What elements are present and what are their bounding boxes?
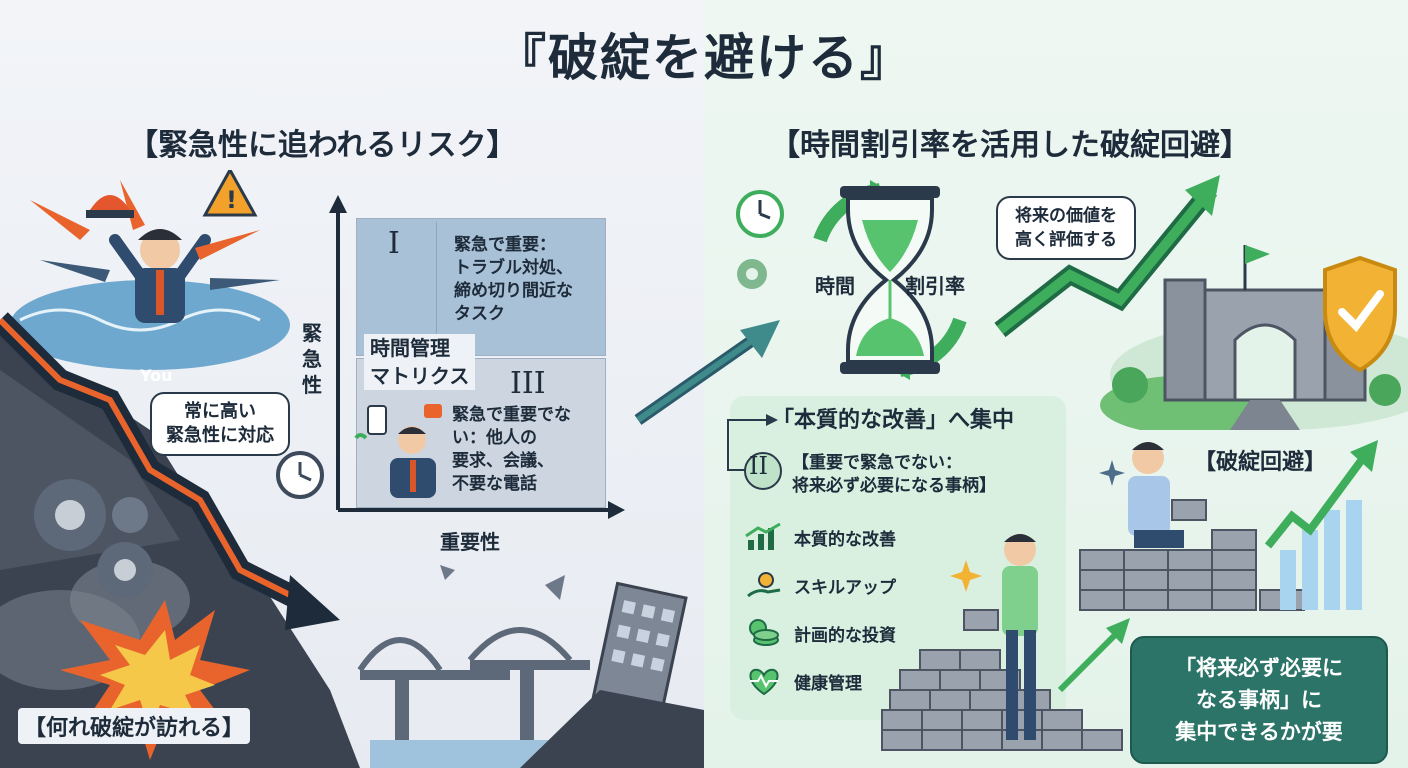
- conclusion-box: 「将来必ず必要に なる事柄」に 集中できるかが要: [1130, 636, 1388, 764]
- hourglass-icon: [813, 180, 967, 380]
- conclusion-line-3: 集中できるかが要: [1175, 720, 1343, 744]
- quadrant-2-text: 【重要で緊急でない： 将来必ず必要になる事柄】: [792, 452, 996, 498]
- matrix-center-line-2: マトリクス: [370, 364, 470, 388]
- quadrant-3-line: 緊急で重要でな: [452, 405, 571, 425]
- matrix-center-label: 時間管理 マトリクス: [364, 334, 476, 390]
- heart-pulse-icon: [749, 668, 779, 696]
- quadrant-3-text: 緊急で重要でな い：他人の 要求、会議、 不要な電話: [452, 404, 571, 496]
- matrix-center-line-1: 時間管理: [370, 336, 450, 360]
- future-bubble-line-2: 高く評価する: [1015, 230, 1117, 250]
- quadrant-1-text: 緊急で重要： トラブル対処、 締め切り間近な タスク: [454, 234, 573, 326]
- avoid-label: 【破綻回避】: [1194, 450, 1327, 475]
- transition-arrow: [634, 320, 780, 425]
- improvement-list: 本質的な改善 スキルアップ 計画的な投資 健康管理: [744, 520, 964, 698]
- quadrant-1: [356, 218, 606, 356]
- clock-gear-icon: [736, 190, 784, 289]
- quadrant-1-line: タスク: [454, 304, 505, 324]
- castle-growth-illustration: [994, 175, 1408, 430]
- quadrant-1-numeral: I: [388, 226, 400, 261]
- quadrant-2-badge: [744, 452, 782, 490]
- chart-growth-icon: [745, 522, 781, 550]
- left-heading: 【緊急性に追われるリスク】: [128, 128, 517, 163]
- list-item-label: 健康管理: [794, 673, 862, 694]
- quadrant-2-numeral: II: [749, 452, 768, 480]
- brick-building-illustration: [881, 440, 1378, 751]
- focus-title: 「本質的な改善」へ集中: [772, 408, 1015, 433]
- page-title: 『破綻を避ける』: [496, 29, 912, 87]
- quadrant-1-line: トラブル対処、: [454, 258, 573, 278]
- urgency-speech-bubble: 常に高い 緊急性に対応: [150, 392, 290, 456]
- quadrant-1-line: 締め切り間近な: [454, 281, 573, 301]
- conclusion-line-1: 「将来必ず必要に: [1175, 656, 1343, 680]
- hand-lightbulb-icon: [747, 572, 781, 598]
- y-axis-label: 緊急性: [302, 321, 322, 397]
- focus-bracket-arrow: [727, 414, 778, 471]
- conclusion-line-2: なる事柄」に: [1196, 688, 1322, 712]
- you-label: You: [140, 366, 173, 385]
- quadrant-3-line: 不要な電話: [452, 474, 537, 494]
- quadrant-3-line: い：他人の: [452, 428, 537, 448]
- list-item: 本質的な改善: [744, 520, 964, 554]
- list-item: 健康管理: [744, 664, 964, 698]
- quadrant-3-line: 要求、会議、: [452, 451, 554, 471]
- right-heading: 【時間割引率を活用した破綻回避】: [770, 128, 1250, 163]
- collapse-label: 【何れ破綻が訪れる】: [18, 708, 251, 744]
- quadrant-3-numeral: III: [510, 366, 546, 401]
- list-item-label: 計画的な投資: [794, 625, 896, 646]
- coins-icon: [749, 619, 779, 646]
- quadrant-2-line: 【重要で緊急でない：: [792, 453, 962, 473]
- hourglass-label-time: 時間: [815, 274, 855, 298]
- svg-text:!: !: [226, 186, 237, 214]
- quadrant-2-line: 将来必ず必要になる事柄】: [792, 476, 996, 496]
- list-item-label: スキルアップ: [794, 577, 896, 598]
- quadrant-1-line: 緊急で重要：: [454, 235, 556, 255]
- list-item-label: 本質的な改善: [794, 529, 896, 550]
- list-item: スキルアップ: [744, 568, 964, 602]
- matrix-axes: [329, 195, 625, 519]
- hourglass-label-discount: 割引率: [905, 274, 965, 298]
- urgency-line-2: 緊急性に対応: [166, 425, 274, 446]
- list-item: 計画的な投資: [744, 616, 964, 650]
- phone-call-person-icon: [354, 404, 442, 498]
- x-axis-label: 重要性: [440, 530, 500, 554]
- future-bubble-line-1: 将来の価値を: [1015, 206, 1117, 226]
- future-value-bubble: 将来の価値を 高く評価する: [996, 196, 1136, 260]
- quadrant-divider: [436, 222, 437, 352]
- urgency-line-1: 常に高い: [184, 401, 256, 422]
